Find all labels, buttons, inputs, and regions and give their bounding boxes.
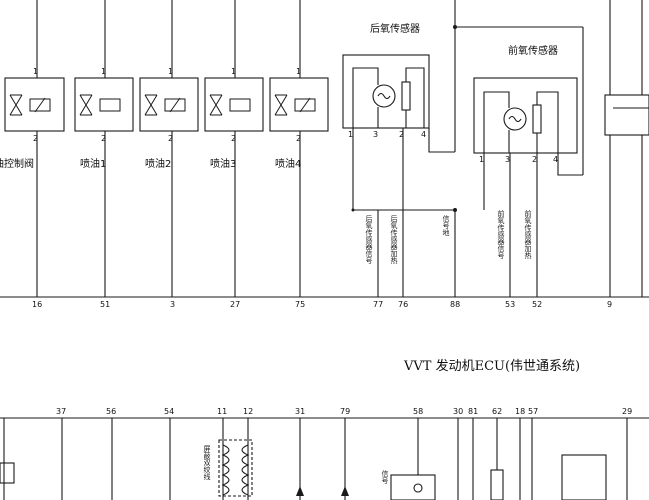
upper-ecu-pin: 9: [607, 300, 613, 309]
lower-ecu-pin: 30: [453, 407, 464, 416]
upper-ecu-pin: 51: [100, 300, 111, 309]
upper-ecu-pin: 16: [32, 300, 43, 309]
lower-ecu-pin: 56: [106, 407, 117, 416]
lower-ecu-pin: 37: [56, 407, 67, 416]
rear-o2-pin: 4: [421, 130, 427, 139]
lower-ecu-pin: 81: [468, 407, 479, 416]
wire-front-pin4: [557, 153, 583, 176]
upper-ecu-pin: 53: [505, 300, 516, 309]
valve-pin-bottom: 2: [33, 134, 39, 143]
rear-o2-heater-icon: [401, 81, 411, 111]
valve-box: [4, 77, 65, 132]
lower-ecu-pin: 12: [243, 407, 254, 416]
valve-pin-top: 1: [33, 67, 39, 76]
injector-3-box: [204, 77, 264, 132]
lower-ecu-pin: 11: [217, 407, 228, 416]
rear-heater-label: 后氧传感器加热: [390, 215, 398, 264]
injector-1-symbol-icon: [79, 94, 121, 116]
rear-o2-box: [342, 54, 430, 129]
injector-2-symbol-icon: [144, 94, 186, 116]
injector-2-pin-bottom: 2: [168, 134, 174, 143]
injector-4-pin-top: 1: [296, 67, 302, 76]
injector-4-pin-bottom: 2: [296, 134, 302, 143]
upper-ecu-pin: 75: [295, 300, 306, 309]
injector-1-pin-top: 1: [101, 67, 107, 76]
front-o2-title: 前氧传感器: [508, 46, 558, 57]
injector-4-box: [269, 77, 329, 132]
lower-coil-box: [490, 469, 504, 500]
lower-ecu-pin: 58: [413, 407, 424, 416]
twisted-pair-icon: [221, 444, 230, 496]
front-o2-pin: 4: [553, 155, 559, 164]
injector-3-pin-bottom: 2: [231, 134, 237, 143]
rear-o2-title: 后氧传感器: [370, 24, 420, 35]
lower-ecu-pin: 31: [295, 407, 306, 416]
lower-signal-label: 信号: [381, 470, 389, 484]
rear-o2-element-icon: [372, 84, 396, 108]
lower-ecu-pin: 57: [528, 407, 539, 416]
upper-ecu-pin: 3: [170, 300, 176, 309]
shield-outline: [218, 439, 253, 497]
lower-left-box: [0, 462, 15, 484]
shield-label: 屏蔽双绞线: [203, 445, 211, 480]
front-o2-heater-icon: [532, 104, 542, 134]
upper-ecu-pin: 88: [450, 300, 461, 309]
arrow-icon: [296, 486, 304, 496]
wire-rear-pin4: [428, 128, 455, 153]
lower-right-box: [561, 454, 607, 500]
injector-3-pin-top: 1: [231, 67, 237, 76]
ecu-title: VVT 发动机ECU(伟世通系统): [404, 359, 581, 374]
injector-2-pin-top: 1: [168, 67, 174, 76]
lower-ecu-pin: 54: [164, 407, 175, 416]
rear-o2-pin: 1: [348, 130, 354, 139]
twisted-pair-icon-2: [241, 444, 250, 496]
valve-name: 燃油控制阀: [0, 159, 34, 170]
upper-ecu-pin: 27: [230, 300, 241, 309]
front-o2-pin: 3: [505, 155, 511, 164]
lower-ecu-pin: 29: [622, 407, 633, 416]
injector-1-box: [74, 77, 134, 132]
rear-o2-pin: 3: [373, 130, 379, 139]
rear-signal-label: 后氧传感器信号: [365, 215, 373, 264]
lower-ecu-pin: 18: [515, 407, 526, 416]
front-signal-label: 前氧传感器信号: [497, 210, 505, 259]
injector-4-name: 喷油4: [275, 159, 302, 170]
front-o2-pin: 1: [479, 155, 485, 164]
lower-ecu-pin: 79: [340, 407, 351, 416]
front-heater-label: 前氧传感器加热: [524, 210, 532, 259]
injector-3-symbol-icon: [209, 94, 251, 116]
valve-symbol-icon: [9, 94, 51, 116]
upper-ecu-pin: 76: [398, 300, 409, 309]
arrow-icon: [341, 486, 349, 496]
upper-ecu-pin: 77: [373, 300, 384, 309]
wire-rear-signal: [352, 128, 379, 297]
front-o2-element-icon: [503, 107, 527, 131]
lower-sensor-icon: [413, 483, 423, 493]
injector-1-pin-bottom: 2: [101, 134, 107, 143]
injector-1-name: 喷油1: [80, 159, 107, 170]
upper-ecu-pin: 52: [532, 300, 543, 309]
signal-ground-label: 信号地: [442, 215, 450, 236]
front-o2-pin: 2: [532, 155, 538, 164]
front-o2-wave-icon: [508, 115, 522, 123]
front-o2-box: [473, 77, 578, 154]
injector-4-symbol-icon: [274, 94, 316, 116]
lower-sensor-box: [390, 474, 436, 500]
lower-ecu-pin: 62: [492, 407, 503, 416]
injector-2-box: [139, 77, 199, 132]
right-relay-box: [604, 94, 649, 136]
rear-o2-pin: 2: [399, 130, 405, 139]
rear-o2-wave-icon: [377, 92, 391, 100]
injector-3-name: 喷油3: [210, 159, 237, 170]
injector-2-name: 喷油2: [145, 159, 172, 170]
